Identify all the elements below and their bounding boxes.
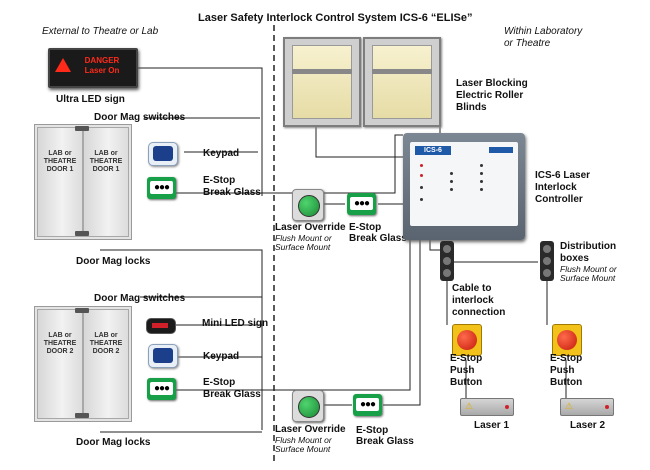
roller-blind-2 xyxy=(363,37,441,127)
warning-icon: ⚠ xyxy=(565,401,574,411)
break-glass-icon: ●●● xyxy=(350,197,373,210)
mini-led-label: Mini LED sign xyxy=(202,318,269,329)
laser-override-1 xyxy=(292,189,324,221)
override-2-label-1: Laser Override xyxy=(275,424,346,435)
laser-override-2 xyxy=(292,390,324,422)
override-1-label-3: Surface Mount xyxy=(275,242,331,252)
ics6-controller: ICS-6 xyxy=(403,133,525,240)
laser-2-label: Laser 2 xyxy=(570,420,606,431)
estop-break-glass-mid-1: ●●● xyxy=(347,193,376,215)
estop-glass-2-label-2: Break Glass xyxy=(203,389,261,400)
estop-push-button-2 xyxy=(552,324,582,356)
distribution-label-2: boxes xyxy=(560,253,589,264)
override-1-label-1: Laser Override xyxy=(275,222,346,233)
estop-break-glass-2: ●●● xyxy=(147,378,176,400)
distribution-box-1 xyxy=(440,241,454,281)
door-1-mag-switch xyxy=(75,126,89,131)
door-1-right-label: LAB or THEATRE DOOR 1 xyxy=(89,150,123,173)
laser-1-label: Laser 1 xyxy=(474,420,510,431)
break-glass-icon: ●●● xyxy=(150,181,173,194)
door1-mag-switches-label: Door Mag switches xyxy=(94,112,186,123)
estop-mid-2-label-2: Break Glass xyxy=(356,436,414,447)
estop-mid-1-label-2: Break Glass xyxy=(349,233,407,244)
distribution-label-3: Flush Mount or xyxy=(560,264,617,274)
ultra-led-sign: DANGER Laser On xyxy=(48,48,138,88)
door-1-mag-lock xyxy=(75,231,89,236)
push-2-label-1: E-Stop xyxy=(550,353,583,364)
laser-1: ⚠ xyxy=(460,398,514,416)
blinds-label-2: Electric Roller xyxy=(456,90,524,101)
door2-mag-switches-label: Door Mag switches xyxy=(94,293,186,304)
diagram-title: Laser Safety Interlock Control System IC… xyxy=(198,12,473,24)
laser-2: ⚠ xyxy=(560,398,614,416)
led-sign-label: Ultra LED sign xyxy=(56,94,125,105)
break-glass-icon: ●●● xyxy=(150,382,173,395)
controller-label-2: Interlock xyxy=(535,182,577,193)
estop-break-glass-mid-2: ●●● xyxy=(353,394,382,416)
door-2-right-leaf: LAB or THEATRE DOOR 2 xyxy=(83,309,129,419)
estop-mid-1-label-1: E-Stop xyxy=(349,222,382,233)
blinds-label-3: Blinds xyxy=(456,102,487,113)
push-2-label-3: Button xyxy=(550,377,583,388)
door2-mag-locks-label: Door Mag locks xyxy=(76,437,151,448)
led-sign-line2: Laser On xyxy=(84,66,120,75)
warning-triangle-icon xyxy=(55,58,71,72)
cable-label-1: Cable to xyxy=(452,283,492,294)
door-1-left-leaf: LAB or THEATRE DOOR 1 xyxy=(37,127,83,237)
push-1-label-1: E-Stop xyxy=(450,353,483,364)
controller-label-3: Controller xyxy=(535,194,583,205)
estop-break-glass-1: ●●● xyxy=(147,177,176,199)
led-sign-line1: DANGER xyxy=(84,56,120,65)
distribution-label-1: Distribution xyxy=(560,241,617,252)
door-2: LAB or THEATRE DOOR 2 LAB or THEATRE DOO… xyxy=(34,306,132,422)
keypad-2 xyxy=(148,344,178,368)
door-1-right-leaf: LAB or THEATRE DOOR 1 xyxy=(83,127,129,237)
mini-led-sign xyxy=(146,318,176,334)
zone-internal-label-2: or Theatre xyxy=(504,38,551,49)
keypad-1 xyxy=(148,142,178,166)
controller-label-1: ICS-6 Laser xyxy=(535,170,591,181)
door-2-right-label: LAB or THEATRE DOOR 2 xyxy=(89,332,123,355)
door-1: LAB or THEATRE DOOR 1 LAB or THEATRE DOO… xyxy=(34,124,132,240)
push-1-label-3: Button xyxy=(450,377,483,388)
door-2-left-label: LAB or THEATRE DOOR 2 xyxy=(43,332,77,355)
blinds-label-1: Laser Blocking xyxy=(456,78,528,89)
break-glass-icon: ●●● xyxy=(356,398,379,411)
warning-icon: ⚠ xyxy=(465,401,474,411)
distribution-box-2 xyxy=(540,241,554,281)
estop-glass-2-label-1: E-Stop xyxy=(203,377,236,388)
keypad-2-label: Keypad xyxy=(203,351,240,362)
estop-glass-1-label-2: Break Glass xyxy=(203,187,261,198)
keypad-1-label: Keypad xyxy=(203,148,240,159)
zone-external-label: External to Theatre or Lab xyxy=(42,26,159,37)
cable-label-2: interlock xyxy=(452,295,494,306)
cable-label-3: connection xyxy=(452,307,506,318)
controller-badge: ICS-6 xyxy=(415,146,451,155)
door1-mag-locks-label: Door Mag locks xyxy=(76,256,151,267)
push-2-label-2: Push xyxy=(550,365,575,376)
door-2-mag-lock xyxy=(75,413,89,418)
estop-glass-1-label-1: E-Stop xyxy=(203,175,236,186)
door-1-left-label: LAB or THEATRE DOOR 1 xyxy=(43,150,77,173)
door-2-left-leaf: LAB or THEATRE DOOR 2 xyxy=(37,309,83,419)
override-2-label-2: Flush Mount or xyxy=(275,435,332,445)
door-2-mag-switch xyxy=(75,308,89,313)
estop-mid-2-label-1: E-Stop xyxy=(356,425,389,436)
distribution-label-4: Surface Mount xyxy=(560,273,616,283)
estop-push-button-1 xyxy=(452,324,482,356)
roller-blind-1 xyxy=(283,37,361,127)
controller-brand-logo xyxy=(489,147,513,153)
override-1-label-2: Flush Mount or xyxy=(275,233,332,243)
override-2-label-3: Surface Mount xyxy=(275,444,331,454)
zone-internal-label-1: Within Laboratory xyxy=(504,26,583,37)
push-1-label-2: Push xyxy=(450,365,475,376)
